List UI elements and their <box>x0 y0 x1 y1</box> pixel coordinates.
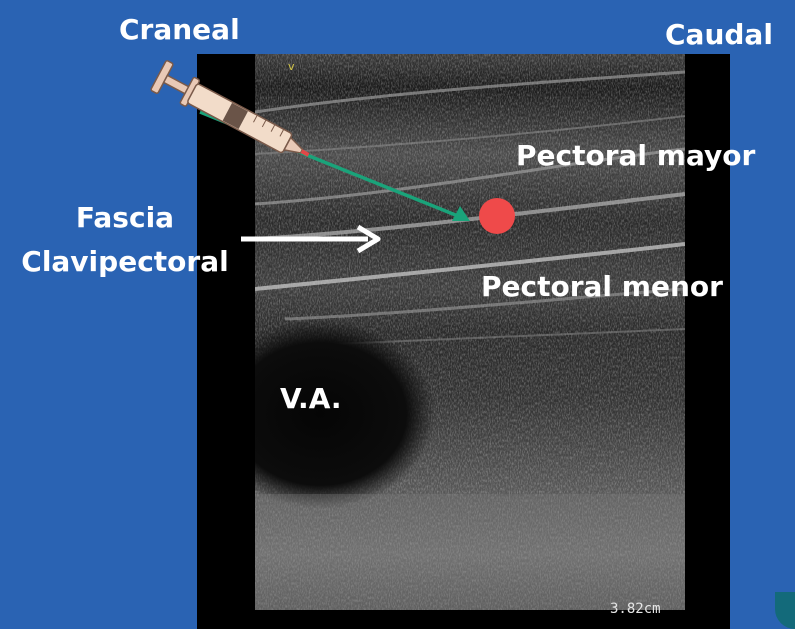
label-va: V.A. <box>280 382 342 415</box>
label-craneal: Craneal <box>119 13 240 46</box>
label-fascia-clavipectoral: Fascia Clavipectoral <box>10 196 240 284</box>
syringe-icon <box>150 60 316 170</box>
label-pectoral-menor: Pectoral menor <box>481 270 723 303</box>
label-fascia-line2: Clavipectoral <box>10 240 240 284</box>
label-fascia-line1: Fascia <box>10 196 240 240</box>
arrow-right-icon <box>241 227 378 251</box>
label-caudal: Caudal <box>665 18 773 51</box>
label-pectoral-mayor: Pectoral mayor <box>516 139 755 172</box>
probe-marker: v <box>288 60 295 73</box>
target-dot-icon <box>479 198 515 234</box>
